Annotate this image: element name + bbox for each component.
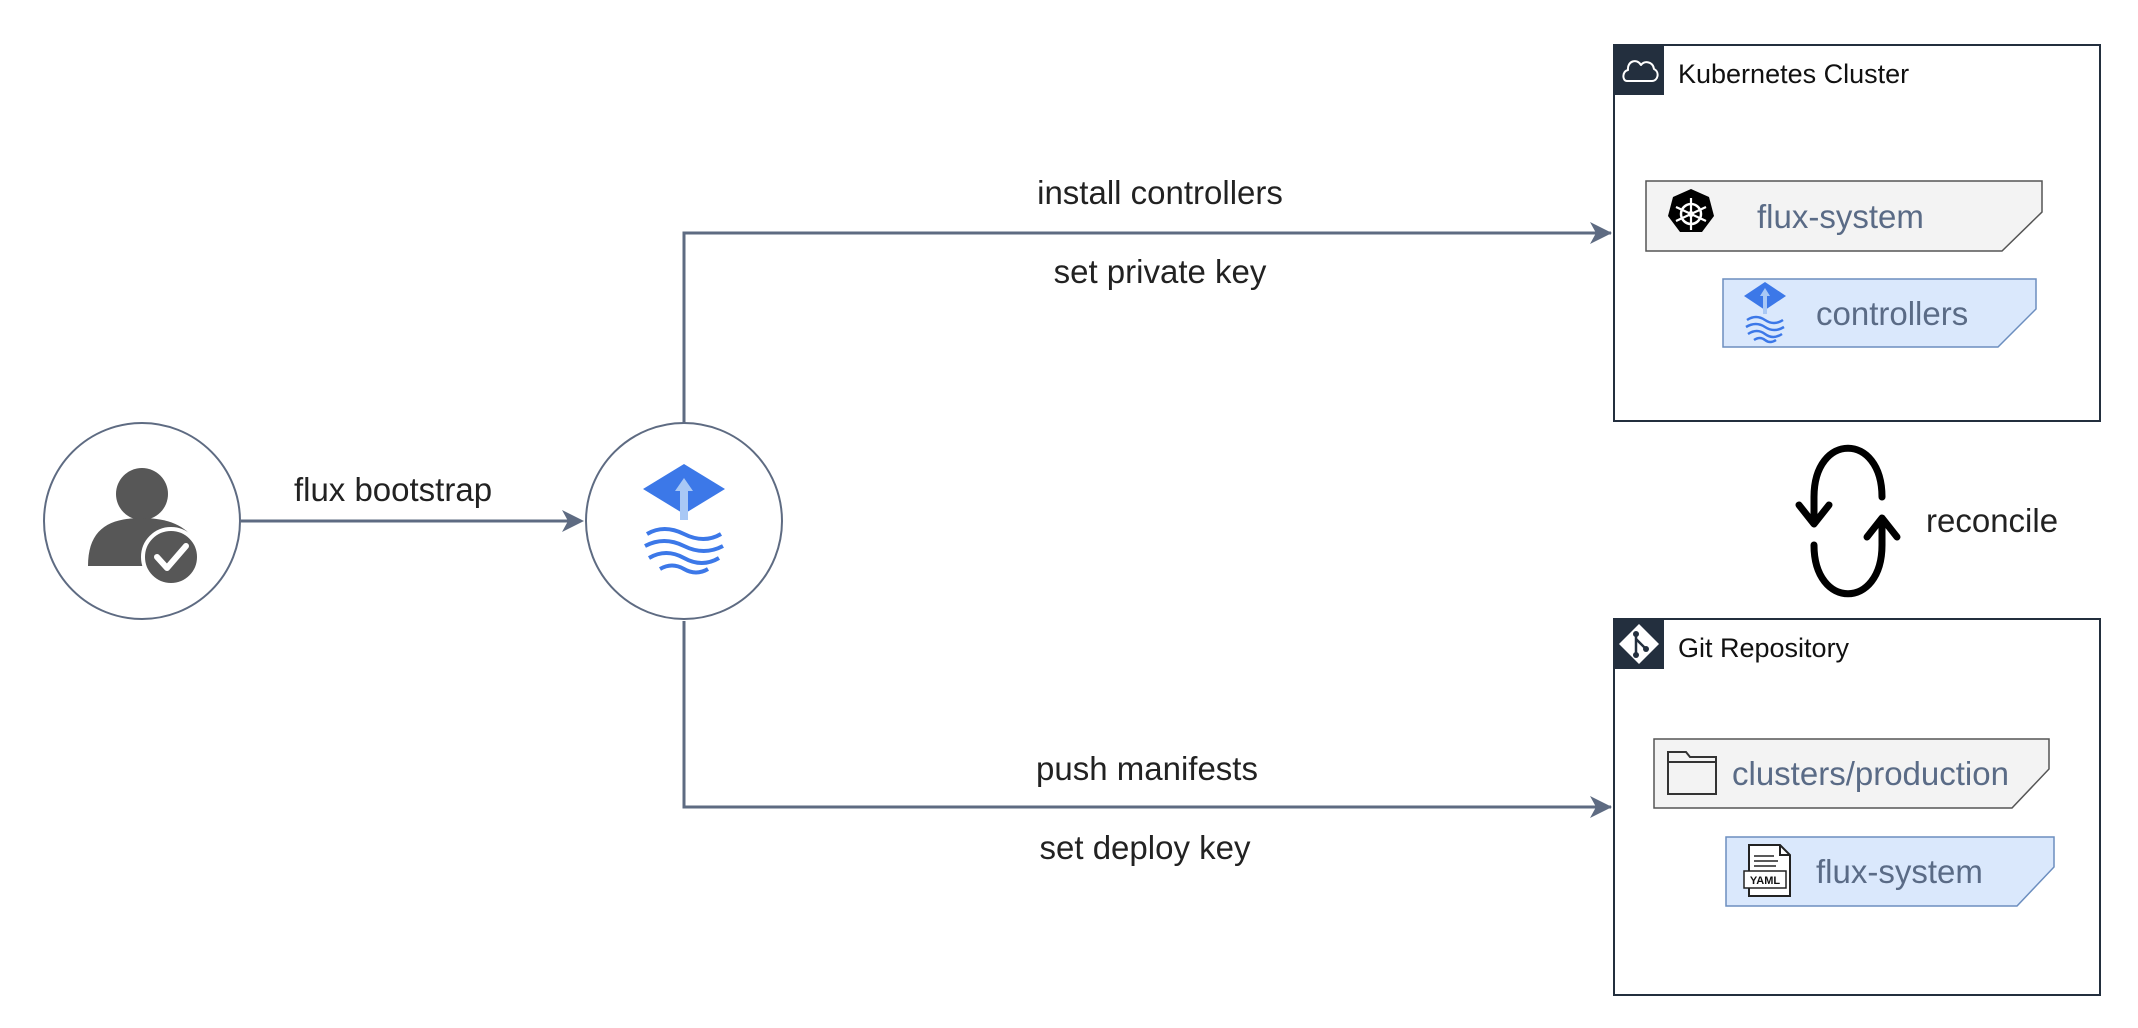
- flux-logo-icon: [643, 464, 725, 575]
- kubernetes-icon: [1668, 189, 1714, 232]
- install-arrowhead: [1590, 222, 1612, 244]
- svg-text:YAML: YAML: [1750, 875, 1780, 887]
- flux-bootstrap-label: flux bootstrap: [293, 471, 493, 508]
- flux-controllers-icon: [1744, 282, 1786, 344]
- controllers-component[interactable]: [1722, 278, 2037, 348]
- flux-system-manifest[interactable]: YAML: [1725, 836, 2055, 907]
- reconcile-label: reconcile: [1926, 502, 2059, 539]
- push-arrowhead: [1590, 796, 1612, 818]
- push-arrow: [682, 621, 1611, 809]
- set-private-key-label: set private key: [1053, 253, 1267, 290]
- set-deploy-key-label: set deploy key: [1039, 829, 1251, 866]
- kubernetes-cluster-title: Kubernetes Cluster: [1678, 59, 1910, 89]
- git-icon: [1619, 624, 1659, 664]
- folder-icon: [1667, 751, 1717, 795]
- push-manifests-label: push manifests: [1036, 750, 1258, 787]
- clusters-production-folder[interactable]: [1653, 738, 2050, 809]
- flux-system-namespace-label: flux-system: [1757, 198, 1924, 235]
- git-repository-title: Git Repository: [1678, 633, 1850, 663]
- controllers-label: controllers: [1816, 295, 1969, 332]
- reconcile-loop-icon: [1795, 444, 1901, 598]
- flux-system-namespace[interactable]: [1645, 180, 2043, 252]
- yaml-file-icon: YAML: [1743, 844, 1791, 897]
- flux-node[interactable]: [585, 422, 783, 620]
- install-controllers-label: install controllers: [1037, 174, 1283, 211]
- user-node: [43, 422, 241, 620]
- cloud-icon: [1622, 60, 1659, 82]
- bootstrap-arrowhead: [562, 510, 584, 532]
- clusters-production-label: clusters/production: [1732, 755, 2009, 792]
- verified-user-icon: [88, 468, 201, 587]
- install-arrow: [682, 231, 1611, 423]
- flux-system-manifest-label: flux-system: [1816, 853, 1983, 890]
